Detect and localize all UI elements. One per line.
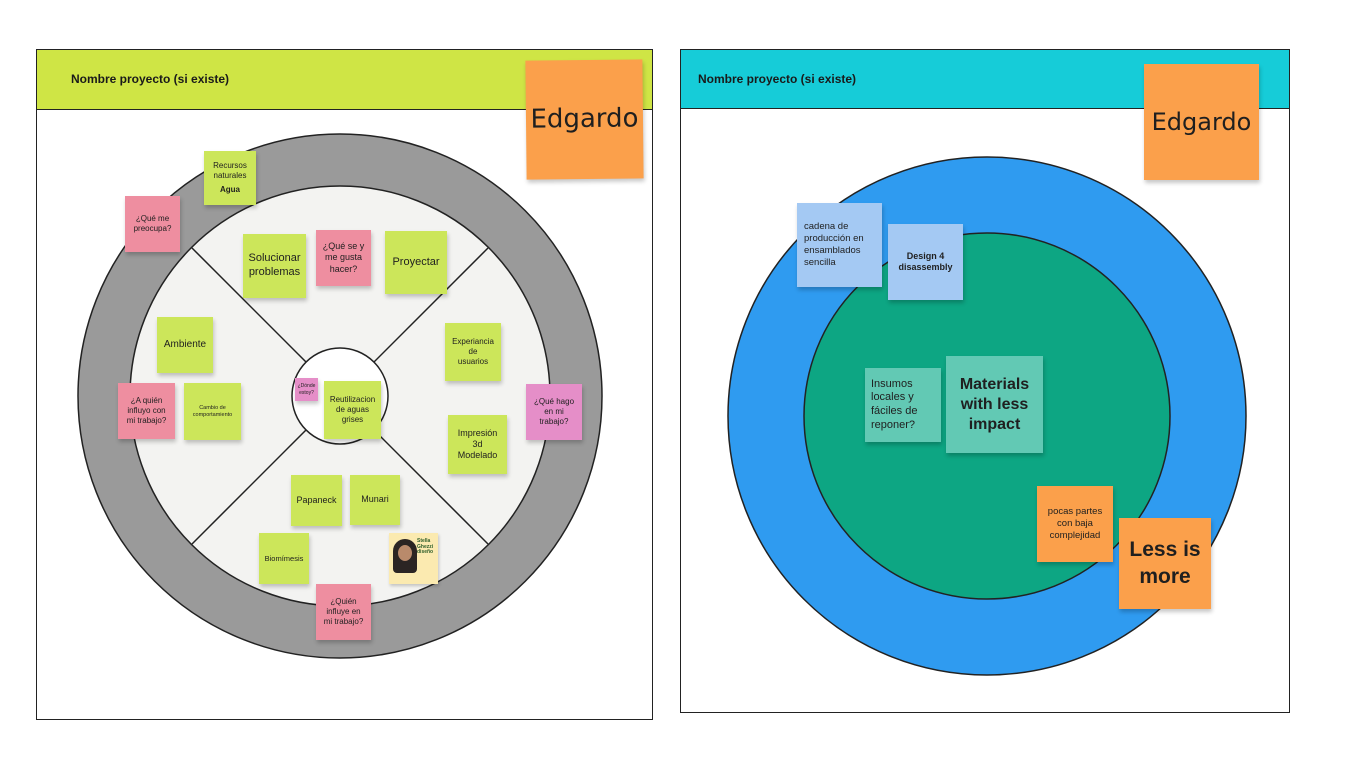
divider-bottom-left xyxy=(191,416,320,545)
note-a-quien-influyo[interactable]: ¿A quién influyo con mi trabajo? xyxy=(118,383,175,439)
note-que-se-y-me-gusta[interactable]: ¿Qué se y me gusta hacer? xyxy=(316,230,371,286)
avatar-face xyxy=(398,545,412,561)
note-insumos-locales[interactable]: Insumos locales y fáciles de reponer? xyxy=(865,368,941,442)
note-recursos-naturales[interactable]: Recursos naturales Agua xyxy=(204,151,256,205)
note-donde-estoy[interactable]: ¿Dónde estoy? xyxy=(295,378,318,401)
note-impresion-3d[interactable]: Impresión 3d Modelado xyxy=(448,415,507,474)
note-munari[interactable]: Munari xyxy=(350,475,400,525)
profile-photo-card[interactable]: Stella Ghezzi diseño xyxy=(389,533,438,584)
note-reutilizacion-aguas-grises[interactable]: Reutilizacion de aguas grises xyxy=(324,381,381,439)
note-que-me-preocupa[interactable]: ¿Qué me preocupa? xyxy=(125,196,180,252)
note-solucionar-problemas[interactable]: Solucionar problemas xyxy=(243,234,306,298)
note-proyectar[interactable]: Proyectar xyxy=(385,231,447,294)
note-cambio-comportamiento[interactable]: Cambio de comportamiento xyxy=(184,383,241,440)
owner-note-left[interactable]: Edgardo xyxy=(525,59,644,180)
note-biomimesis[interactable]: Biomímesis xyxy=(259,533,309,584)
note-ambiente[interactable]: Ambiente xyxy=(157,317,213,373)
note-design-4-disassembly[interactable]: Design 4 disassembly xyxy=(888,224,963,300)
photo-caption: Stella Ghezzi diseño xyxy=(417,538,434,555)
note-quien-influye[interactable]: ¿Quién influye en mi trabajo? xyxy=(316,584,371,640)
note-cadena-de-produccion[interactable]: cadena de producción en ensamblados senc… xyxy=(797,203,882,287)
note-papaneck[interactable]: Papaneck xyxy=(291,475,342,526)
right-board-title: Nombre proyecto (si existe) xyxy=(698,72,857,86)
left-board-title: Nombre proyecto (si existe) xyxy=(71,72,230,86)
divider-bottom-right xyxy=(360,416,489,545)
note-pocas-partes[interactable]: pocas partes con baja complejidad xyxy=(1037,486,1113,562)
note-recursos-label: Recursos naturales xyxy=(213,161,247,180)
owner-note-right[interactable]: Edgardo xyxy=(1144,64,1259,180)
note-less-is-more[interactable]: Less is more xyxy=(1119,518,1211,609)
divider-top-right xyxy=(360,247,489,376)
divider-top-left xyxy=(191,247,320,376)
note-agua-label: Agua xyxy=(220,185,240,194)
note-que-hago-en-mi-trabajo[interactable]: ¿Qué hago en mi trabajo? xyxy=(526,384,582,440)
note-materials-with-less-impact[interactable]: Materials with less impact xyxy=(946,356,1043,453)
note-experiencia-usuarios[interactable]: Experiancia de usuarios xyxy=(445,323,501,381)
